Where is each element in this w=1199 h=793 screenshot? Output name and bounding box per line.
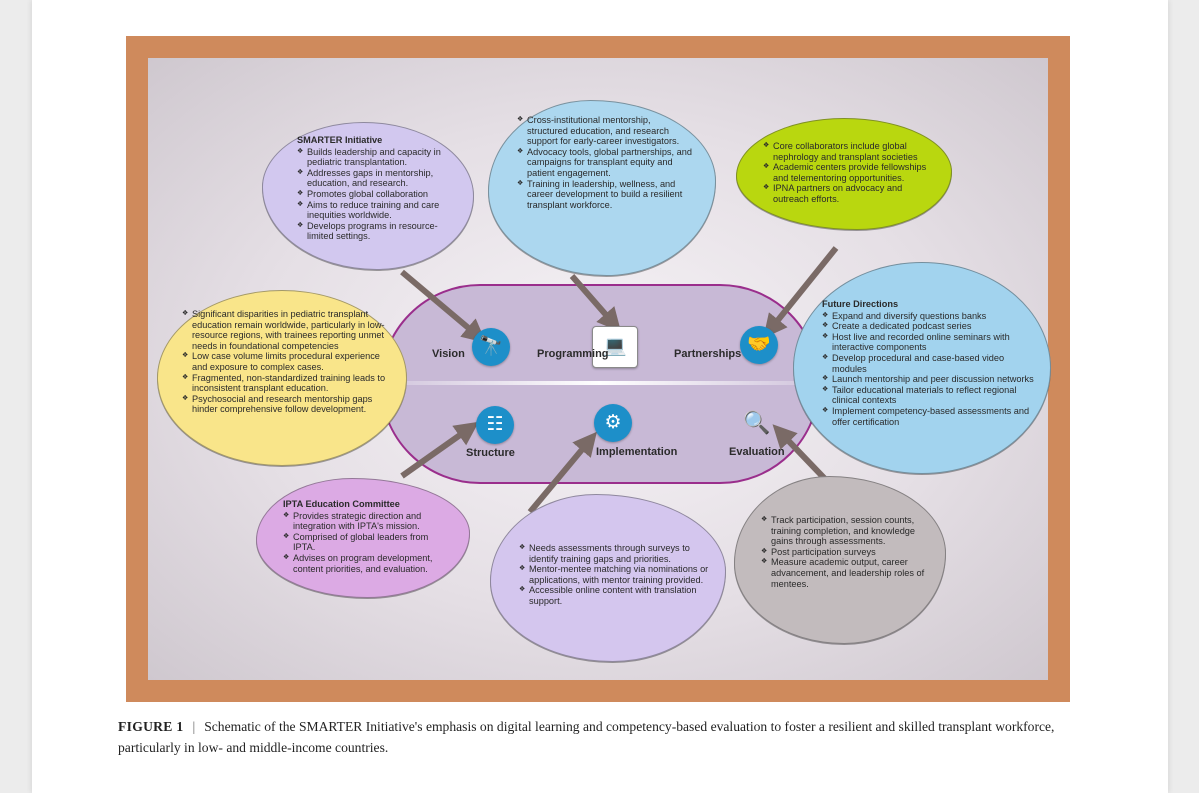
- list-item: Measure academic output, career advancem…: [761, 557, 933, 589]
- org-chart-icon: ☷: [476, 406, 514, 444]
- cloud-future-directions: Future Directions Expand and diversify q…: [793, 262, 1051, 474]
- pillar-partnerships: Partnerships: [674, 348, 742, 360]
- cloud-title: SMARTER Initiative: [297, 135, 383, 145]
- telescope-icon: 🔭: [472, 328, 510, 366]
- list-item: Academic centers provide fellowships and…: [763, 162, 929, 183]
- list-item: Cross-institutional mentorship, structur…: [517, 115, 693, 147]
- list-item: Significant disparities in pediatric tra…: [182, 309, 388, 351]
- list-item: Launch mentorship and peer discussion ne…: [822, 374, 1034, 385]
- list-item: Develop procedural and case-based video …: [822, 353, 1034, 374]
- list-item: Implement competency-based assessments a…: [822, 406, 1034, 427]
- cloud-programs: Cross-institutional mentorship, structur…: [488, 100, 716, 276]
- list-item: Create a dedicated podcast series: [822, 321, 1034, 332]
- pillar-evaluation: Evaluation: [729, 446, 785, 458]
- list-item: Comprised of global leaders from IPTA.: [283, 532, 453, 553]
- list-item: Fragmented, non-standardized training le…: [182, 373, 388, 394]
- list-item: Psychosocial and research mentorship gap…: [182, 394, 388, 415]
- list-item: Host live and recorded online seminars w…: [822, 332, 1034, 353]
- list-item: Builds leadership and capacity in pediat…: [297, 147, 451, 168]
- list-item: Advises on program development, content …: [283, 553, 453, 574]
- pillar-structure: Structure: [466, 447, 515, 459]
- cloud-implementation: Needs assessments through surveys to ide…: [490, 494, 726, 662]
- figure-caption: FIGURE 1 |Schematic of the SMARTER Initia…: [118, 716, 1098, 758]
- list-item: Aims to reduce training and care inequit…: [297, 200, 451, 221]
- gear-person-icon: ⚙: [594, 404, 632, 442]
- list-item: Promotes global collaboration: [297, 189, 451, 200]
- list-item: Develops programs in resource-limited se…: [297, 221, 451, 242]
- list-item: Addresses gaps in mentorship, education,…: [297, 168, 451, 189]
- cloud-smarter-initiative: SMARTER Initiative Builds leadership and…: [262, 122, 474, 270]
- caption-separator: |: [192, 719, 196, 734]
- list-item: Accessible online content with translati…: [519, 585, 709, 606]
- list-item: Mentor-mentee matching via nominations o…: [519, 564, 709, 585]
- laptop-icon: 💻: [592, 326, 638, 368]
- list-item: Post participation surveys: [761, 547, 933, 558]
- cloud-disparities: Significant disparities in pediatric tra…: [157, 290, 407, 466]
- list-item: Track participation, session counts, tra…: [761, 515, 933, 547]
- list-item: Core collaborators include global nephro…: [763, 141, 929, 162]
- caption-text: Schematic of the SMARTER Initiative's em…: [118, 719, 1055, 755]
- list-item: Needs assessments through surveys to ide…: [519, 543, 709, 564]
- pillar-divider: [392, 381, 808, 385]
- magnifier-icon: 🔍: [743, 410, 771, 435]
- pillar-vision: Vision: [432, 348, 465, 360]
- pillar-programming: Programming: [537, 348, 609, 360]
- list-item: Expand and diversify questions banks: [822, 311, 1034, 322]
- list-item: Low case volume limits procedural experi…: [182, 351, 388, 372]
- cloud-evaluation: Track participation, session counts, tra…: [734, 476, 946, 644]
- figure-label: FIGURE 1: [118, 719, 184, 734]
- list-item: Tailor educational materials to reflect …: [822, 385, 1034, 406]
- cloud-partners: Core collaborators include global nephro…: [736, 118, 952, 230]
- cloud-title: Future Directions: [822, 299, 899, 309]
- cloud-title: IPTA Education Committee: [283, 499, 400, 509]
- list-item: Training in leadership, wellness, and ca…: [517, 179, 693, 211]
- list-item: Provides strategic direction and integra…: [283, 511, 453, 532]
- list-item: IPNA partners on advocacy and outreach e…: [763, 183, 929, 204]
- cloud-ipta-committee: IPTA Education Committee Provides strate…: [256, 478, 470, 598]
- handshake-icon: 🤝: [740, 326, 778, 364]
- list-item: Advocacy tools, global partnerships, and…: [517, 147, 693, 179]
- pillar-implementation: Implementation: [596, 446, 678, 458]
